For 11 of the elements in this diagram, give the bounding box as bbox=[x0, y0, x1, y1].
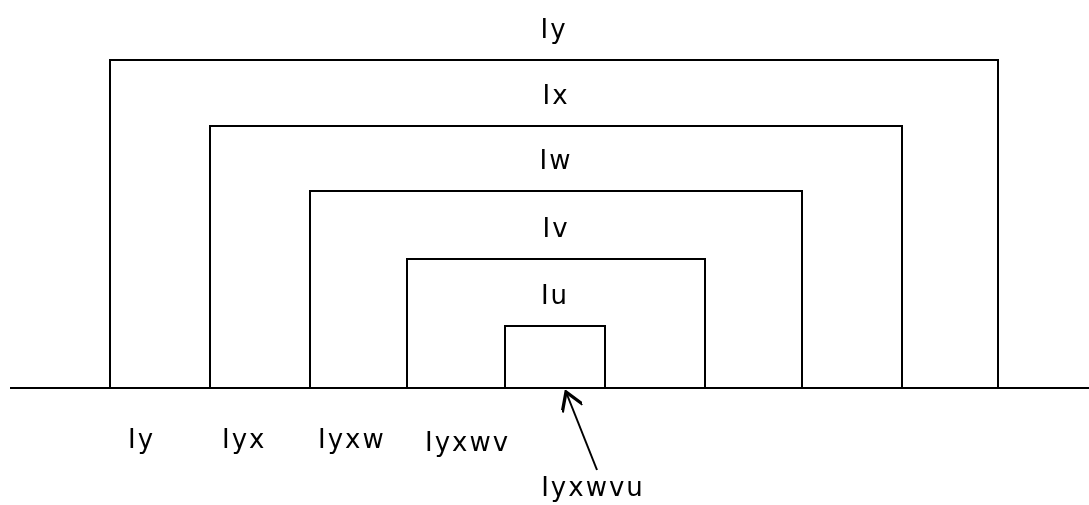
region-label: Iu bbox=[539, 280, 571, 310]
arrow bbox=[560, 390, 598, 471]
interval-label: Iyx bbox=[222, 424, 267, 454]
interval-label: Iy bbox=[128, 424, 156, 454]
region-label: Iy bbox=[539, 14, 569, 44]
interval-label: Iyxwv bbox=[425, 427, 511, 457]
interval-label: Iyxw bbox=[318, 424, 386, 454]
region-label: Ix bbox=[541, 80, 571, 110]
region-label: Iv bbox=[541, 213, 571, 243]
callout-label: Iyxwvu bbox=[540, 472, 646, 502]
region-label: Iw bbox=[538, 145, 574, 175]
